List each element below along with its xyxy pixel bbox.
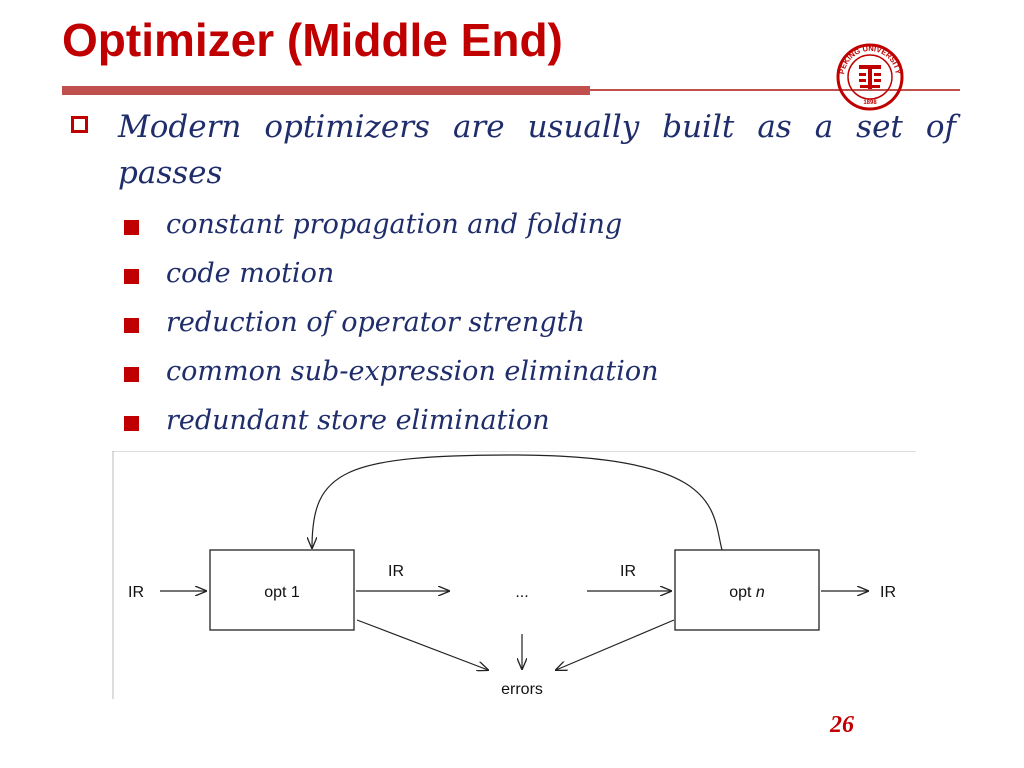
- list-item-label: redundant store elimination: [166, 405, 550, 436]
- filled-square-bullet-icon: [124, 416, 139, 431]
- filled-square-bullet-icon: [124, 318, 139, 333]
- main-bullet: Modern optimizers are usually built as a…: [66, 104, 956, 196]
- slide-title: Optimizer (Middle End): [62, 14, 563, 66]
- list-item-label: code motion: [166, 258, 335, 289]
- feedback-loop-arrow: [312, 454, 723, 551]
- opt-1-label: opt 1: [264, 584, 300, 601]
- list-item-label: reduction of operator strength: [166, 307, 585, 338]
- ellipsis-label: ...: [515, 584, 528, 601]
- filled-square-bullet-icon: [124, 220, 139, 235]
- page-number: 26: [830, 712, 854, 738]
- seal-year: 1898: [863, 100, 877, 106]
- hollow-square-bullet-icon: [71, 116, 88, 133]
- title-underline-thick: [62, 86, 590, 95]
- arrow-optn-to-errors: [556, 619, 675, 670]
- opt-n-box: [674, 549, 820, 631]
- optimizer-pass-diagram: IR opt 1 IR ... IR opt n IR errors: [112, 451, 916, 699]
- main-bullet-text: Modern optimizers are usually built as a…: [118, 109, 956, 191]
- input-ir-label: IR: [128, 584, 144, 601]
- errors-label: errors: [501, 681, 543, 698]
- filled-square-bullet-icon: [124, 367, 139, 382]
- opt-n-label: opt n: [729, 584, 765, 601]
- peking-university-seal-icon: PEKING UNIVERSITY 1898: [836, 43, 904, 111]
- opt-1-box: [209, 549, 355, 631]
- title-underline-thin: [590, 89, 960, 91]
- list-item-label: constant propagation and folding: [166, 209, 623, 240]
- output-ir-label: IR: [880, 584, 896, 601]
- arrow-opt1-to-errors: [356, 619, 488, 670]
- list-item-label: common sub-expression elimination: [166, 356, 659, 387]
- ir-label-left: IR: [388, 563, 404, 580]
- filled-square-bullet-icon: [124, 269, 139, 284]
- ir-label-right: IR: [620, 563, 636, 580]
